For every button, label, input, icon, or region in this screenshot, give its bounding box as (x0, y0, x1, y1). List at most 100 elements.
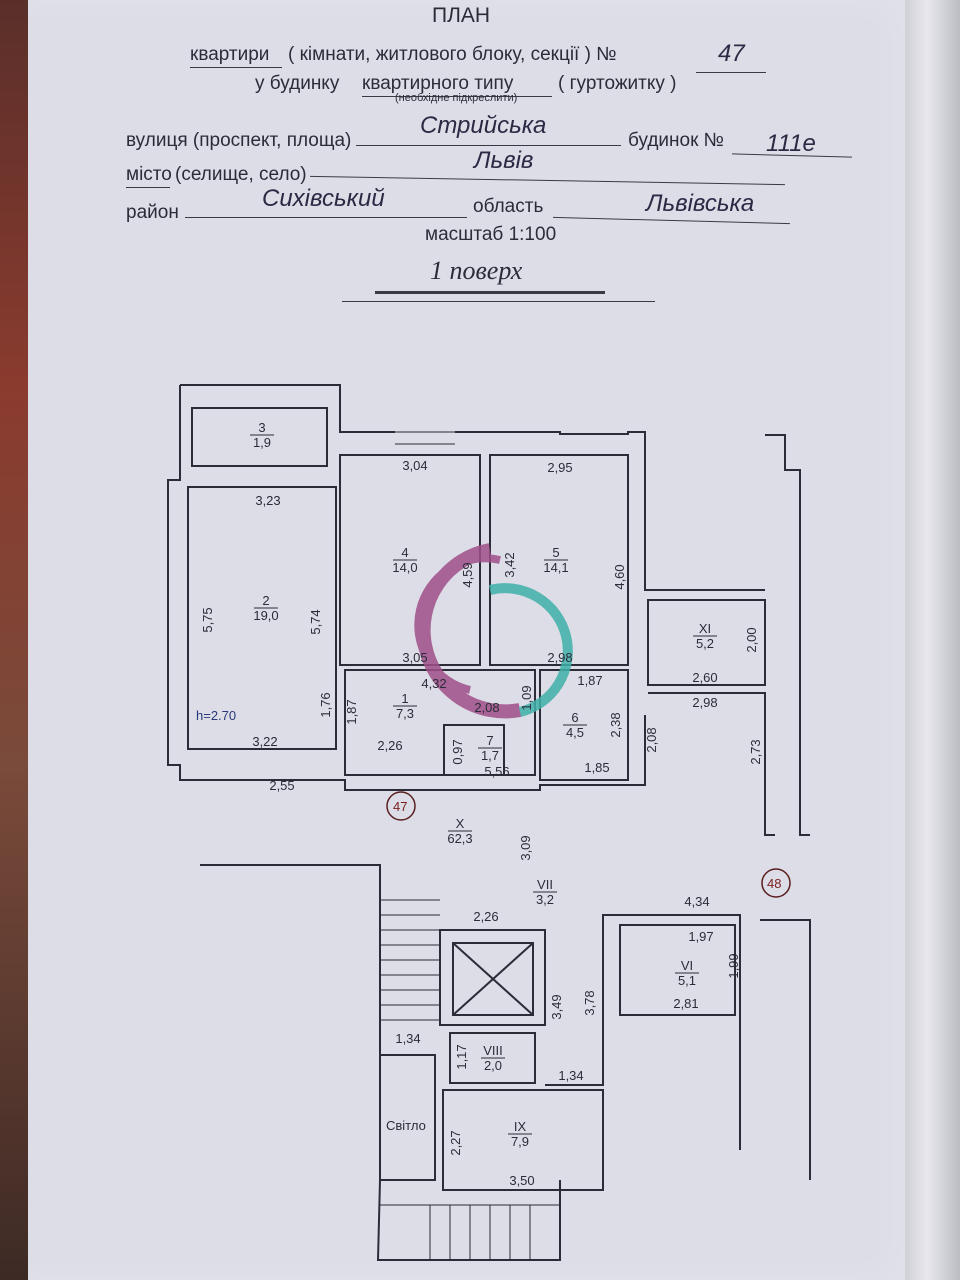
city-label-u: місто (126, 164, 172, 185)
room-number: 4 (401, 545, 408, 560)
room-number: 2 (262, 593, 269, 608)
region-label: область (473, 196, 544, 217)
room-number: X (456, 816, 465, 831)
dimension-label: 1,97 (688, 929, 713, 944)
document-page (28, 0, 928, 1280)
dimension-label: 1,87 (344, 699, 359, 724)
dimension-label: 2,00 (744, 627, 759, 652)
logo-watermark (414, 543, 573, 719)
dimension-label: 3,23 (255, 493, 280, 508)
scale: масштаб 1:100 (425, 224, 557, 245)
room-number: 6 (571, 710, 578, 725)
dimension-label: 4,32 (421, 676, 446, 691)
dimension-label: 3,05 (402, 650, 427, 665)
dimension-label: 2,27 (448, 1130, 463, 1155)
line2-underlined: квартирного типу (362, 73, 514, 94)
room-area: 62,3 (447, 831, 472, 846)
city-value: Львів (474, 147, 534, 174)
page-edge (905, 0, 960, 1280)
dimension-label: 1,76 (318, 692, 333, 717)
dimension-label: 2,08 (474, 700, 499, 715)
dimension-label: 3,49 (549, 994, 564, 1019)
dimension-label: 2,73 (748, 739, 763, 764)
dimension-label: 4,34 (684, 894, 709, 909)
dimension-label: 2,95 (547, 460, 572, 475)
dimension-label: 2,26 (473, 909, 498, 924)
building-value: 111е (766, 130, 816, 157)
dimension-label: 1,99 (726, 953, 741, 978)
district-value: Сихівський (262, 185, 385, 212)
city-label-underline (126, 187, 170, 188)
building-label: будинок № (628, 130, 725, 151)
underline-type (362, 96, 552, 97)
dimension-label: 1,87 (577, 673, 602, 688)
room-area: 1,9 (253, 435, 271, 450)
floor-underline-thin (342, 301, 655, 302)
dimension-label: 5,75 (200, 607, 215, 632)
room-number: 3 (258, 420, 265, 435)
dimension-label: 3,42 (502, 552, 517, 577)
dimension-label: 2,55 (269, 778, 294, 793)
room-area: 19,0 (253, 608, 278, 623)
ceiling-height: h=2.70 (196, 708, 237, 723)
unit-48-label: 48 (767, 876, 782, 891)
light-label: Світло (386, 1118, 426, 1133)
dimension-label: 4,60 (612, 564, 627, 589)
apartment-number: 47 (718, 40, 745, 67)
dimension-label: 4,59 (460, 562, 475, 587)
room-area: 14,0 (392, 560, 417, 575)
hint: (необхідне підкреслити) (395, 92, 518, 104)
region-value: Львівська (646, 190, 755, 217)
room-number: VI (681, 958, 693, 973)
street-label: вулиця (проспект, площа) (126, 130, 352, 151)
street-value: Стрийська (420, 112, 547, 139)
underline-apartment (190, 67, 282, 68)
room-area: 4,5 (566, 725, 584, 740)
floor-title: 1 поверх (430, 256, 523, 285)
doc-title: ПЛАН (432, 4, 491, 27)
room-number: 1 (401, 691, 408, 706)
room-area: 7,9 (511, 1134, 529, 1149)
underline-number (696, 72, 766, 73)
dimension-label: 2,98 (692, 695, 717, 710)
dimension-label: 2,60 (692, 670, 717, 685)
room-area: 14,1 (543, 560, 568, 575)
dimension-label: 1,34 (395, 1031, 420, 1046)
dimension-label: 2,98 (547, 650, 572, 665)
line2-rest: ( гуртожитку ) (558, 73, 677, 94)
dimension-label: 3,50 (509, 1173, 534, 1188)
unit-47-label: 47 (393, 799, 408, 814)
room-number: IX (514, 1119, 527, 1134)
room-area: 7,3 (396, 706, 414, 721)
room-number: VIII (483, 1043, 503, 1058)
dimension-label: 1,85 (584, 760, 609, 775)
dimension-label: 1,34 (558, 1068, 583, 1083)
dimension-label: 2,81 (673, 996, 698, 1011)
dimension-label: 3,04 (402, 458, 427, 473)
room-area: 1,7 (481, 748, 499, 763)
district-line (185, 217, 467, 218)
dimension-label: 0,97 (450, 739, 465, 764)
street-line (356, 145, 621, 146)
dimension-label: 2,26 (377, 738, 402, 753)
dimension-label: 3,78 (582, 990, 597, 1015)
dimension-label: 5,56 (484, 764, 509, 779)
dimension-label: 3,22 (252, 734, 277, 749)
dimension-label: 1,17 (454, 1044, 469, 1069)
room-number: VII (537, 877, 553, 892)
dimension-label: 5,74 (308, 609, 323, 634)
dimension-label: 2,08 (644, 727, 659, 752)
dimension-label: 1,09 (519, 685, 534, 710)
line1-prefix: квартири (190, 44, 270, 65)
room-number: 7 (486, 733, 493, 748)
line1-rest: ( кімнати, житлового блоку, секції ) № (288, 44, 617, 65)
line2-prefix: у будинку (255, 73, 340, 94)
room-number: XI (699, 621, 711, 636)
room-area: 3,2 (536, 892, 554, 907)
room-number: 5 (552, 545, 559, 560)
room-area: 5,2 (696, 636, 714, 651)
dimension-label: 2,38 (608, 712, 623, 737)
district-label: район (126, 202, 179, 223)
floor-underline-thick (375, 291, 605, 294)
